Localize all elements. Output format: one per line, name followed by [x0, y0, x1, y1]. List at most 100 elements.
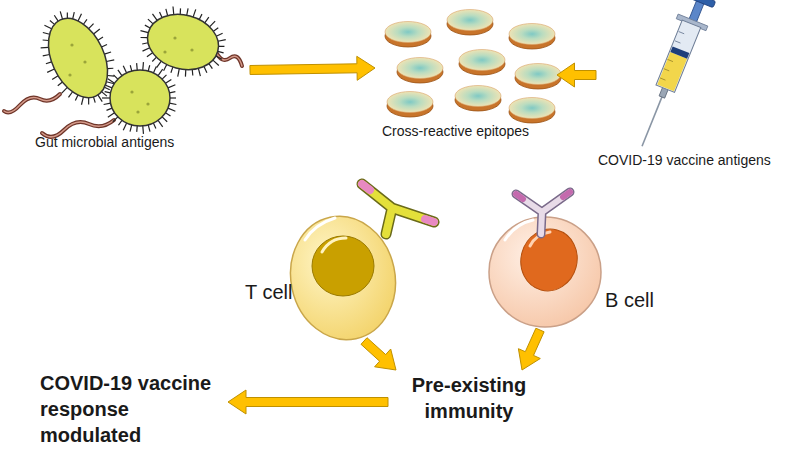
pili [166, 79, 172, 83]
pili [102, 97, 110, 98]
pili [88, 98, 89, 105]
flagellum [216, 52, 242, 66]
bacterium-texture [83, 60, 86, 63]
epitope-disc [459, 50, 505, 71]
b-cell [505, 220, 533, 240]
syringe [675, 41, 681, 43]
flagellum [216, 52, 242, 66]
pili [145, 25, 150, 28]
bacterium-texture [146, 102, 149, 105]
pili [44, 25, 51, 29]
bacterium-texture [68, 36, 193, 113]
node-label: Gut microbial antigens [35, 134, 174, 151]
pili [157, 61, 162, 68]
bacterium-texture [130, 90, 133, 93]
pili [46, 62, 52, 64]
pili [104, 87, 109, 90]
flagellum [4, 94, 60, 113]
pili [41, 47, 49, 49]
pili [105, 92, 111, 93]
pili [152, 14, 157, 21]
pili [114, 75, 118, 79]
pili [148, 19, 153, 24]
syringe [687, 0, 716, 8]
pili [218, 40, 226, 42]
pili [178, 69, 180, 77]
bacterium [141, 7, 225, 78]
pili [168, 108, 175, 111]
pili [160, 12, 162, 17]
pili [213, 60, 219, 65]
pili [192, 69, 194, 75]
pili [152, 57, 156, 61]
pili [43, 39, 49, 41]
pili [107, 68, 113, 70]
b-cell [514, 223, 584, 297]
pili [118, 120, 121, 125]
syringe [660, 78, 666, 80]
t-cell [322, 238, 346, 252]
epitope-disc [385, 10, 561, 124]
pili [106, 60, 114, 62]
pili [108, 79, 115, 83]
syringe [657, 52, 687, 91]
pili [123, 123, 126, 130]
pili [113, 117, 118, 122]
pili [58, 82, 63, 86]
pili [170, 97, 176, 98]
pili [123, 66, 126, 73]
pili [104, 52, 111, 54]
pili [213, 28, 218, 31]
epitope-disc [509, 24, 555, 45]
pili [187, 8, 188, 15]
pili [199, 14, 202, 19]
pili [94, 97, 96, 103]
pili [158, 120, 163, 127]
bacterium [37, 9, 120, 107]
node-label: B cell [605, 288, 654, 312]
pili [162, 75, 166, 79]
pili [185, 70, 187, 77]
epitope-disc [397, 58, 443, 79]
pili [43, 33, 50, 35]
pili [106, 108, 112, 110]
pili [83, 19, 86, 24]
antibody [516, 192, 570, 199]
pili [171, 67, 173, 73]
pili [140, 31, 148, 33]
pili [130, 125, 132, 132]
microbe-group: Gut microbial antigens [15, 0, 250, 158]
pili [148, 125, 150, 132]
epitope-disc [455, 86, 501, 107]
block-arrow [250, 56, 375, 80]
pili [60, 11, 62, 19]
flagellum [4, 94, 60, 113]
pili [168, 85, 175, 88]
pili [169, 92, 175, 93]
node-label: Cross-reactive epitopes [382, 123, 529, 140]
t-cell [305, 218, 335, 240]
pili [209, 64, 212, 69]
pili [142, 62, 144, 70]
epitope-disc [387, 92, 433, 113]
epitope-disc [385, 22, 431, 43]
bacterium-texture [190, 48, 193, 51]
syringe [656, 20, 701, 92]
t-cell-receptor [362, 184, 434, 234]
pili [62, 87, 68, 93]
pili [142, 43, 148, 44]
bacterium-texture [70, 43, 73, 46]
pili [67, 12, 68, 18]
pili [166, 113, 171, 116]
pili [180, 8, 182, 14]
pili [54, 15, 58, 21]
bacterium-texture [173, 36, 176, 39]
syringe [670, 46, 689, 58]
pili [148, 65, 150, 71]
node-label: COVID-19 vaccine antigens [598, 152, 771, 169]
t-cell [312, 236, 374, 296]
pili [158, 69, 163, 76]
t-cell-node: T cell [240, 165, 445, 341]
node-label: T cell [245, 280, 292, 304]
